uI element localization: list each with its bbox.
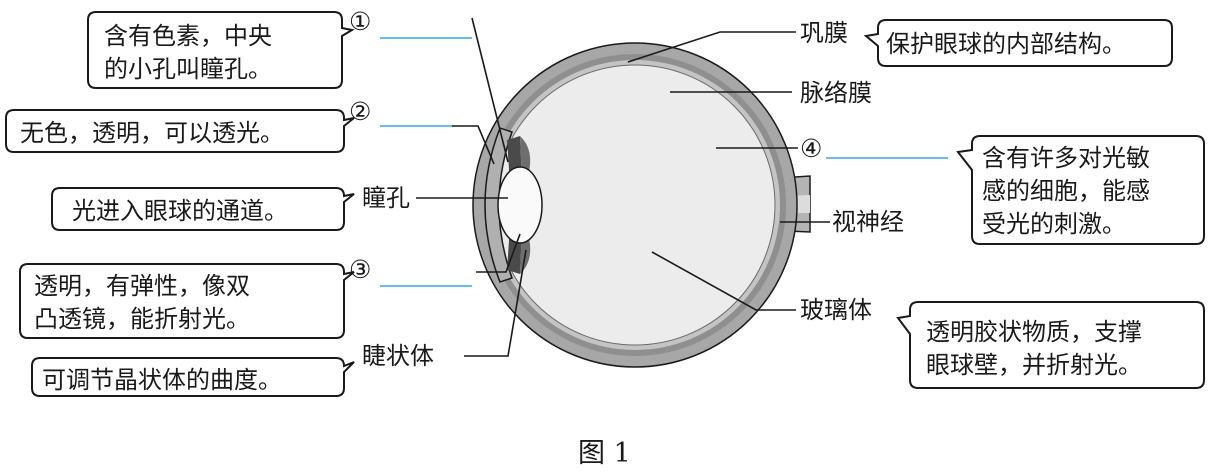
- part-3-desc-line-1: 透明，有弹性，像双: [34, 272, 250, 300]
- part-1-desc-line-1: 含有色素，中央: [104, 22, 272, 50]
- vitreous-desc-line-1: 透明胶状物质，支撑: [926, 318, 1142, 346]
- vitreous-label: 玻璃体: [800, 296, 872, 324]
- optic-nerve-label: 视神经: [832, 208, 904, 236]
- sclera-desc-line-1: 保护眼球的内部结构。: [886, 30, 1126, 58]
- pupil-desc-line-1: 光进入眼球的通道。: [72, 197, 288, 225]
- part-1-number: ①: [349, 7, 371, 36]
- callout-sclera: 巩膜 保护眼球的内部结构。: [628, 19, 1172, 66]
- callout-part-2: 无色，透明，可以透光。 ②: [6, 97, 494, 164]
- choroid-label: 脉络膜: [800, 79, 872, 107]
- part-2-desc-line-1: 无色，透明，可以透光。: [20, 119, 284, 147]
- part-3-desc-line-2: 凸透镜，能折射光。: [34, 305, 250, 333]
- vitreous-desc-line-2: 眼球壁，并折射光。: [926, 351, 1142, 379]
- part-4-desc-line-3: 受光的刺激。: [982, 210, 1126, 238]
- part-3-number: ③: [349, 255, 371, 284]
- part-1-desc-line-2: 的小孔叫瞳孔。: [104, 55, 272, 83]
- figure-caption: 图 1: [578, 438, 631, 469]
- part-4-number: ④: [800, 134, 822, 163]
- ciliary-label: 睫状体: [362, 342, 434, 370]
- sclera-label: 巩膜: [800, 19, 848, 47]
- part-2-number: ②: [349, 97, 371, 126]
- part-4-desc-line-1: 含有许多对光敏: [982, 144, 1150, 172]
- callout-pupil: 光进入眼球的通道。 瞳孔: [52, 184, 508, 230]
- ciliary-desc-line-1: 可调节晶状体的曲度。: [42, 366, 282, 394]
- callout-part-3: 透明，有弹性，像双 凸透镜，能折射光。 ③: [20, 234, 520, 338]
- part-4-desc-line-2: 感的细胞，能感: [982, 177, 1150, 205]
- lens-shape: [498, 167, 542, 243]
- pupil-label: 瞳孔: [362, 184, 410, 212]
